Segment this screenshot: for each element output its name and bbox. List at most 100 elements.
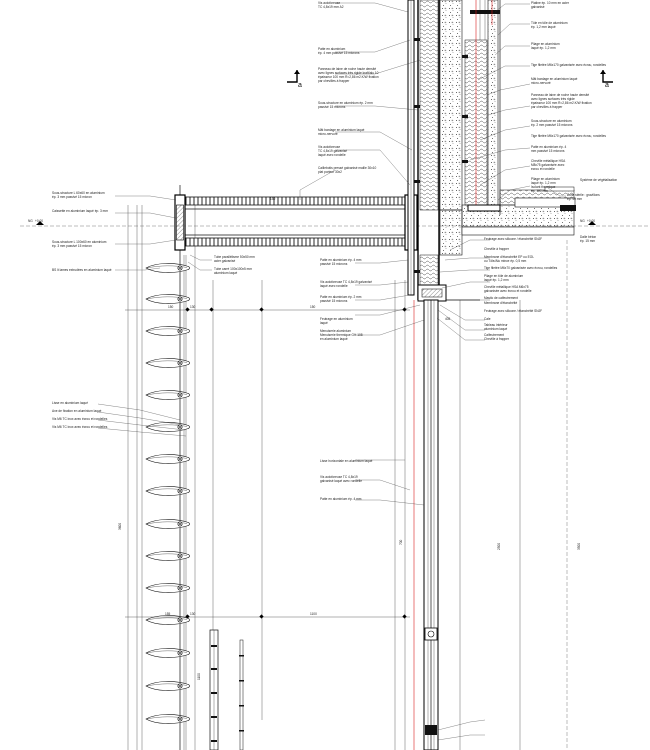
note-tr-25: ép. 40 mm bbox=[567, 197, 582, 201]
note-l-0: Sous-structure L 60x60 en aluminium bbox=[52, 191, 105, 195]
note-l-2: Caissette en aluminium laqué ép. 3 mm bbox=[52, 209, 108, 213]
note-tc-2: Patte en aluminium bbox=[318, 47, 346, 51]
level-right-tag: NG bbox=[580, 219, 585, 223]
note-tr-19: M8x75 galvanisée avec bbox=[531, 163, 565, 167]
note-l-9: Vis M6 TC inox avec écrou et rondelles bbox=[52, 425, 108, 429]
note-tc-7: par chevilles à frapper bbox=[318, 79, 350, 83]
annotations-top-right: Platine ép. 10 mm en acier galvanisé Tôl… bbox=[531, 1, 617, 201]
note-m-13: Menuiserie thermique GH 108 bbox=[320, 333, 363, 337]
note-mr-7: Pliage en tôle de aluminium bbox=[484, 274, 524, 278]
note-tr-14: ép. 2 mm passivé 15 microns bbox=[531, 123, 573, 127]
note-tc-14: laqué avec rondelle bbox=[318, 153, 346, 157]
note-m-7: laqué avec rondelle bbox=[320, 284, 348, 288]
note-tr-22: laqué ép. 1,2 mm bbox=[531, 181, 556, 185]
note-mr-10: galvanisée avec écrou et rondelle bbox=[484, 289, 532, 293]
annotations-middle: Tube parallélisme 50x50 mm acier galvani… bbox=[214, 255, 373, 501]
level-left-value: +0.00 bbox=[35, 219, 43, 223]
level-markers: NG +0.00 NG +0.00 bbox=[28, 219, 596, 225]
note-tc-1: TC 4,8x19 mm A2 bbox=[318, 5, 344, 9]
note-tc-5: avec lignes surfaces très rigide kraft/a… bbox=[318, 71, 379, 75]
note-m-16: Vis autoforeuse TC 4,8x19 bbox=[320, 475, 358, 479]
note-tr-13: Sous-structure en aluminium bbox=[531, 119, 572, 123]
section-mark-right: a bbox=[605, 82, 609, 89]
leader-lines bbox=[97, 2, 566, 741]
dim-h-7: 405 bbox=[445, 317, 451, 321]
note-tr-11: épaisseur 100 mm R=2,86 m2.K/W fixation bbox=[531, 101, 592, 105]
note-tr-20: ecrou et rondelle bbox=[531, 167, 555, 171]
section-mark-left: a bbox=[298, 82, 302, 89]
note-tc-11: micro-nervuré bbox=[318, 132, 338, 136]
note-tr-7: Mât bardage en aluminium laqué bbox=[531, 77, 578, 81]
note-tr-1: galvanisé bbox=[531, 5, 545, 9]
note-mr-18: Cheville à frapper bbox=[484, 337, 510, 341]
note-m-1: acier galvanisé bbox=[214, 259, 235, 263]
level-right-value: +0.00 bbox=[587, 219, 595, 223]
note-l-5: BS lt lames extrudées en aluminium laqué bbox=[52, 268, 112, 272]
note-mr-4: Membrane d'étanchéité EP ou EOL bbox=[484, 255, 534, 259]
dim-h-8: 150 bbox=[270, 197, 276, 201]
note-tr-10: avec lignes surfaces très rigide bbox=[531, 97, 575, 101]
note-tc-10: Mât bardage en aluminium laqué bbox=[318, 128, 365, 132]
note-mr-17: Calfeutrement bbox=[484, 333, 504, 337]
note-mr-12: Membrane d'étanchéité bbox=[484, 301, 517, 305]
louvre-blades bbox=[145, 262, 190, 725]
note-m-8: Patte en aluminium ép. 2 mm bbox=[320, 295, 362, 299]
note-mr-14: Cale bbox=[484, 317, 491, 321]
note-tr-0: Platine ép. 10 mm en acier bbox=[531, 1, 570, 5]
note-tr-21: Pliage en aluminium bbox=[531, 177, 560, 181]
note-l-4: ép. 3 mm passivé 15 micron bbox=[52, 244, 92, 248]
note-m-12: Menuiserie aluminium bbox=[320, 329, 351, 333]
note-tc-8: Sous-structure en aluminium ép. 2 mm bbox=[318, 101, 373, 105]
note-mr-15: Tableau intérieur bbox=[484, 323, 509, 327]
note-tr-9: Panneau de laine de roche haute densité bbox=[531, 93, 589, 97]
dimensions: 150 130 155 130 1100 150 405 150 3600 70… bbox=[118, 197, 581, 680]
note-tr-15: Tige filetée M6x170 galvanisée avec écro… bbox=[531, 134, 606, 138]
dim-v-3: 1100 bbox=[197, 673, 201, 680]
dim-v-1: 3600 bbox=[118, 523, 122, 530]
annotations-top-center: Vis autoforeuse TC 4,8x19 mm A2 Patte en… bbox=[318, 1, 379, 174]
wall-buildup bbox=[407, 0, 576, 750]
annotations-middle-right: Dalle béton ép. 15 mm Feutrage avec sili… bbox=[484, 235, 596, 341]
note-tr-12: par chevilles à frapper bbox=[531, 105, 563, 109]
note-tr-6: Tige filetée M6x170 galvanisée avec écro… bbox=[531, 63, 606, 67]
note-tr-5: laqué ép. 1,2 mm bbox=[531, 46, 556, 50]
note-tr-18: Cheville métallique HSA bbox=[531, 159, 566, 163]
dim-h-1: 150 bbox=[168, 305, 174, 309]
note-tr-23: Système de végétalisation bbox=[580, 178, 617, 182]
note-m-11: laqué bbox=[320, 321, 328, 325]
dim-h-6: 150 bbox=[310, 305, 316, 309]
note-m-5: passivé 15 microns bbox=[320, 262, 348, 266]
note-m-3: aluminium laqué bbox=[214, 271, 237, 275]
dim-v-4: 2500 bbox=[497, 543, 501, 550]
dim-v-2: 700 bbox=[399, 539, 403, 545]
note-tc-4: Panneau de laine de roche haute densité bbox=[318, 67, 376, 71]
note-mr-5: ou Tôle/Alu mince ép. 0,5 mm bbox=[484, 259, 527, 263]
note-tr-8: micro-nervuré bbox=[531, 81, 551, 85]
note-tr-26: Isolant thermique bbox=[531, 185, 556, 189]
note-m-9: passivé 15 microns bbox=[320, 299, 348, 303]
note-m-6: Vis autoforeuse TC 4,8x19 galvanisé bbox=[320, 280, 372, 284]
section-marks: a a bbox=[287, 70, 613, 89]
note-m-2: Tube carré 100x100x5 mm bbox=[214, 267, 252, 271]
note-m-15: Lisse horizontale en aluminium laqué bbox=[320, 459, 373, 463]
note-l-6: Lisse en aluminium laqué bbox=[52, 401, 88, 405]
note-mr-0: Dalle béton bbox=[580, 235, 596, 239]
louvre-system bbox=[127, 185, 406, 750]
note-m-10: Feutrage en aluminium bbox=[320, 317, 353, 321]
note-l-3: Sous-structure L 100x60 en aluminium bbox=[52, 240, 107, 244]
note-mr-2: Feutrage avec silicone / étanchéité SNJF bbox=[484, 237, 542, 241]
note-mr-8: laqué ép. 1,2 mm bbox=[484, 278, 509, 282]
note-tr-2: Tôle en tôle de aluminium bbox=[531, 21, 568, 25]
dim-h-4: 130 bbox=[190, 612, 196, 616]
note-mr-13: Feutrage avec silicone / étanchéité SNJF bbox=[484, 309, 542, 313]
note-tr-16: Patte en aluminium ép. 4 bbox=[531, 145, 566, 149]
note-mr-16: aluminium laqué bbox=[484, 327, 507, 331]
dim-v-5: 3500 bbox=[577, 543, 581, 550]
note-tc-15: Caillebotis pressé galvanisé maille 30x1… bbox=[318, 166, 377, 170]
note-l-7: Axe de fixation en aluminium laqué bbox=[52, 409, 102, 413]
note-tc-3: ép. 4 mm passivé 15 microns bbox=[318, 51, 360, 55]
note-mr-11: Mastic de calfeutrement bbox=[484, 296, 518, 300]
dim-h-3: 155 bbox=[165, 612, 171, 616]
note-tr-24: Zone stérile : gravillons bbox=[567, 193, 600, 197]
